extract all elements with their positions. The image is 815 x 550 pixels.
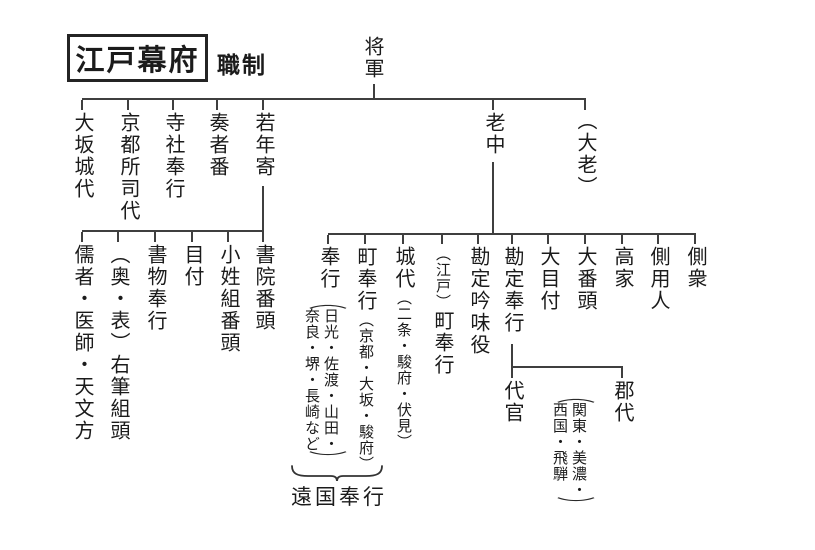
diagram-title: 江戸幕府 — [75, 45, 200, 77]
drop-sojaban — [216, 100, 218, 110]
note-machibugyo-kamigata: （京都・大坂・駿府） — [357, 312, 374, 472]
drop-kyoto-shoshidai — [127, 100, 129, 110]
rail-roju — [328, 233, 696, 235]
node-jodai: 城代（二条・駿府・伏見） — [391, 246, 415, 450]
drop-obangashira — [584, 235, 586, 244]
paren-open-arc: （ — [550, 388, 595, 404]
drop-edo-machibugyo — [441, 235, 443, 244]
rail-wakadoshiyori — [82, 230, 264, 232]
node-jisha-bugyo: 寺社奉行 — [162, 112, 184, 200]
diagram-subtitle: 職制 — [217, 52, 267, 78]
node-sobashu: 側衆 — [684, 246, 706, 290]
engoku-bugyo-label: 遠国奉行 — [291, 486, 387, 509]
drop-jusha — [81, 232, 83, 242]
drop-gundai — [621, 368, 623, 378]
drop-sobayonin — [657, 235, 659, 244]
node-bugyo-ongoku: 奉行 — [317, 246, 339, 290]
drop-bugyo-ongoku — [327, 235, 329, 244]
node-machibugyo-kamigata-label: 町奉行 — [354, 246, 376, 312]
note-bugyo-ongoku: （ 日光・佐渡・山田・ 奈良・堺・長崎など ） — [301, 294, 347, 465]
node-edo-machibugyo: （江戸）町奉行 — [430, 246, 454, 376]
node-koke: 高家 — [611, 246, 633, 290]
node-daikan: 代官 — [501, 380, 523, 424]
drop-shomotsu-bugyo — [154, 232, 156, 242]
note-edo-prefix: （江戸） — [434, 246, 451, 310]
drop-koshogumi-bangashira — [227, 232, 229, 242]
note-col-1: 日光・佐渡・山田・ — [322, 308, 339, 452]
node-sojaban: 奏者番 — [206, 112, 228, 178]
drop-koke — [621, 235, 623, 244]
note-col-2: 西国・飛騨 — [551, 402, 568, 482]
node-machibugyo-kamigata: 町奉行（京都・大坂・駿府） — [353, 246, 377, 472]
node-shogun: 将軍 — [361, 36, 383, 80]
node-kyoto-shoshidai: 京都所司代 — [117, 112, 139, 222]
paren-close-arc: ） — [550, 496, 595, 512]
note-gundai: （ 関東・美濃・ 西国・飛騨 ） — [549, 388, 595, 511]
node-metsuke: 目付 — [181, 244, 203, 288]
drop-kanjo-bugyo — [511, 235, 513, 244]
connector-roju — [492, 162, 494, 233]
drop-ometsuke — [547, 235, 549, 244]
node-shomotsu-bugyo: 書物奉行 — [144, 244, 166, 332]
node-yuhitsu-kumigashira: （奥・表）右筆組頭 — [107, 244, 129, 442]
node-koshogumi-bangashira: 小姓組番頭 — [217, 244, 239, 354]
rail-kanjo-bugyo — [511, 366, 623, 368]
node-kanjo-bugyo: 勘定奉行 — [501, 246, 523, 334]
rail-level1 — [82, 98, 586, 100]
drop-osaka-jodai — [81, 100, 83, 110]
node-tairo: （大老） — [574, 110, 596, 198]
drop-tairo — [584, 100, 586, 110]
drop-daikan — [511, 368, 513, 378]
node-shoin-bangashira: 書院番頭 — [252, 244, 274, 332]
drop-machibugyo-kamigata — [364, 235, 366, 244]
diagram-title-box: 江戸幕府 — [67, 34, 208, 82]
node-roju: 老中 — [482, 112, 504, 156]
drop-sobashu — [694, 235, 696, 244]
note-col-2: 奈良・堺・長崎など — [303, 308, 320, 452]
node-obangashira: 大番頭 — [574, 246, 596, 312]
node-jusha-ishi-tenmonkata: 儒者・医師・天文方 — [71, 244, 93, 442]
drop-kanjo-ginmiyaku — [477, 235, 479, 244]
node-edo-machibugyo-label: 町奉行 — [431, 310, 453, 376]
paren-open-arc: （ — [302, 294, 347, 310]
note-jodai: （二条・駿府・伏見） — [395, 290, 412, 450]
engoku-bugyo-brace — [291, 465, 383, 481]
drop-roju — [492, 100, 494, 110]
connector-kanjo-bugyo — [511, 344, 513, 366]
drop-shoin-bangashira — [262, 232, 264, 242]
connector-wakadoshiyori — [262, 186, 264, 230]
drop-jisha-bugyo — [172, 100, 174, 110]
node-wakadoshiyori: 若年寄 — [252, 112, 274, 178]
drop-wakadoshiyori — [262, 100, 264, 110]
note-col-1: 関東・美濃・ — [570, 402, 587, 498]
node-ometsuke: 大目付 — [537, 246, 559, 312]
drop-yuhitsu — [117, 232, 119, 242]
connector-shogun — [373, 84, 375, 98]
node-osaka-jodai: 大坂城代 — [71, 112, 93, 200]
node-gundai: 郡代 — [611, 380, 633, 424]
node-sobayonin: 側用人 — [647, 246, 669, 312]
node-jodai-label: 城代 — [392, 246, 414, 290]
drop-jodai — [402, 235, 404, 244]
drop-metsuke — [191, 232, 193, 242]
node-kanjo-ginmiyaku: 勘定吟味役 — [467, 246, 489, 356]
